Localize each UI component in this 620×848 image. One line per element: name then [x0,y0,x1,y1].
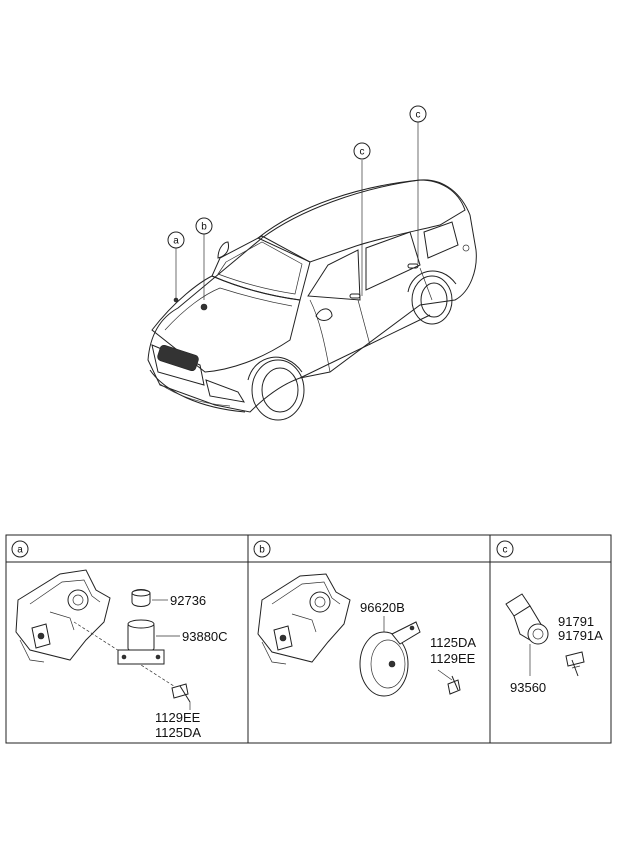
part-96620b-horn [359,616,421,697]
label-1125da-b: 1125DA [430,635,476,650]
part-93880c-hood-switch [117,619,180,665]
callout-c-rear-door: c [409,105,427,123]
svg-text:a: a [173,236,179,247]
label-93880c: 93880C [182,629,228,644]
parts-table [5,534,612,744]
panel-a-engine-bay [15,569,181,691]
callout-a: a [167,231,185,249]
part-1129ee-bolt-a [171,683,191,710]
label-1129ee-b: 1129EE [430,651,476,666]
label-91791a: 91791A [558,628,603,643]
part-92736-bumper [131,589,168,607]
panel-a-header: a [11,540,29,558]
part-91791-screw [565,651,585,677]
label-1125da-a: 1125DA [155,725,201,740]
label-96620b: 96620B [360,600,405,615]
svg-text:c: c [503,545,508,556]
part-1125da-bolt-b [437,669,461,695]
label-1129ee-a: 1129EE [155,710,201,725]
callout-b: b [195,217,213,235]
part-93560-door-switch [505,593,549,676]
svg-text:c: c [416,110,421,121]
label-91791: 91791 [558,614,594,629]
car-illustration [147,122,477,421]
panel-b-header: b [253,540,271,558]
panel-c-header: c [496,540,514,558]
svg-text:b: b [259,545,265,556]
callout-c-front-door: c [353,142,371,160]
svg-text:c: c [360,147,365,158]
svg-text:b: b [201,222,207,233]
svg-text:a: a [17,545,23,556]
label-92736: 92736 [170,593,206,608]
label-93560: 93560 [510,680,546,695]
panel-b-engine-bay [257,573,351,665]
